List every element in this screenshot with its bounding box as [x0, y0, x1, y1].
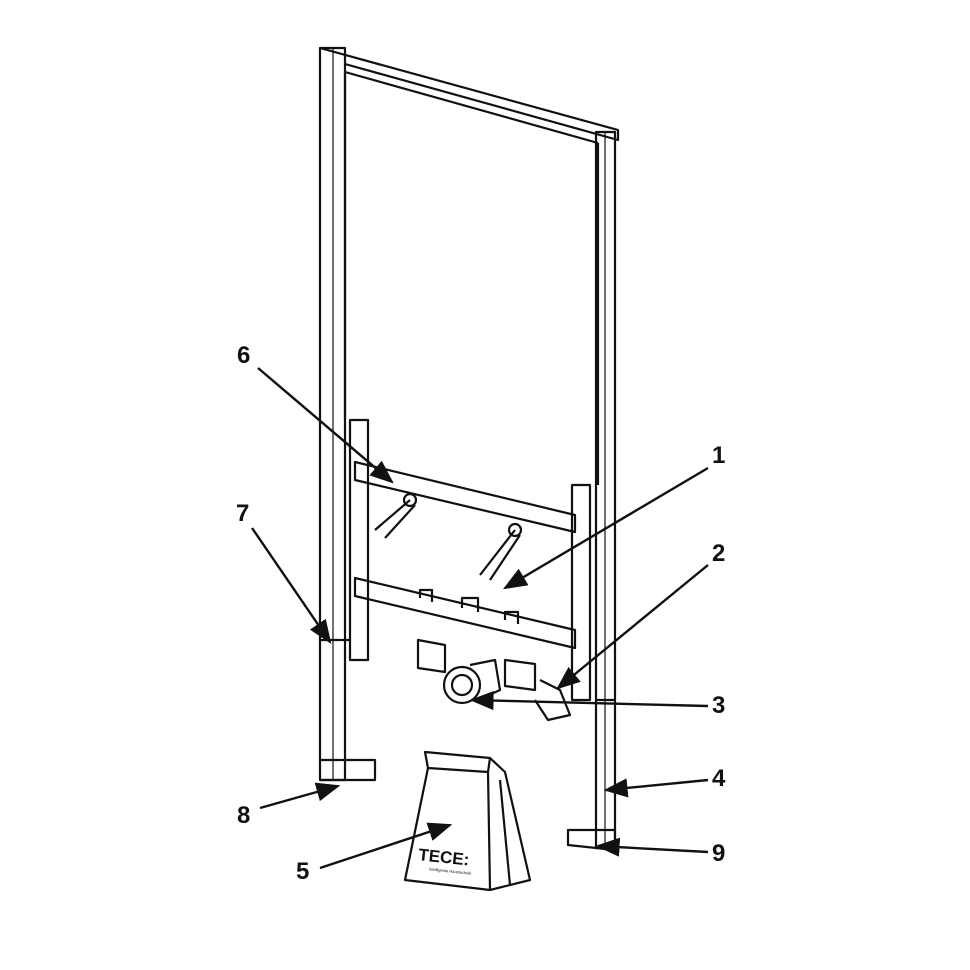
leader-1 — [502, 466, 709, 590]
leader-8 — [259, 782, 341, 810]
label-4: 4 — [712, 765, 726, 792]
leader-6 — [257, 367, 394, 484]
leader-5 — [319, 822, 453, 870]
leader-4 — [603, 778, 709, 798]
leader-lines — [251, 367, 709, 870]
main-frame — [318, 46, 620, 852]
label-2: 2 — [712, 540, 726, 567]
label-6: 6 — [237, 342, 251, 369]
leader-2 — [556, 564, 709, 690]
label-7: 7 — [236, 500, 250, 527]
label-1: 1 — [712, 442, 726, 469]
leader-9 — [595, 837, 709, 857]
label-5: 5 — [296, 858, 310, 885]
fixing-bag — [403, 750, 532, 892]
leader-7 — [251, 527, 332, 644]
bidet-frame — [348, 418, 592, 722]
label-9: 9 — [712, 840, 726, 867]
label-8: 8 — [237, 802, 251, 829]
label-3: 3 — [712, 692, 726, 719]
leader-3 — [469, 690, 709, 711]
bag-brand: TECE: — [417, 845, 471, 870]
